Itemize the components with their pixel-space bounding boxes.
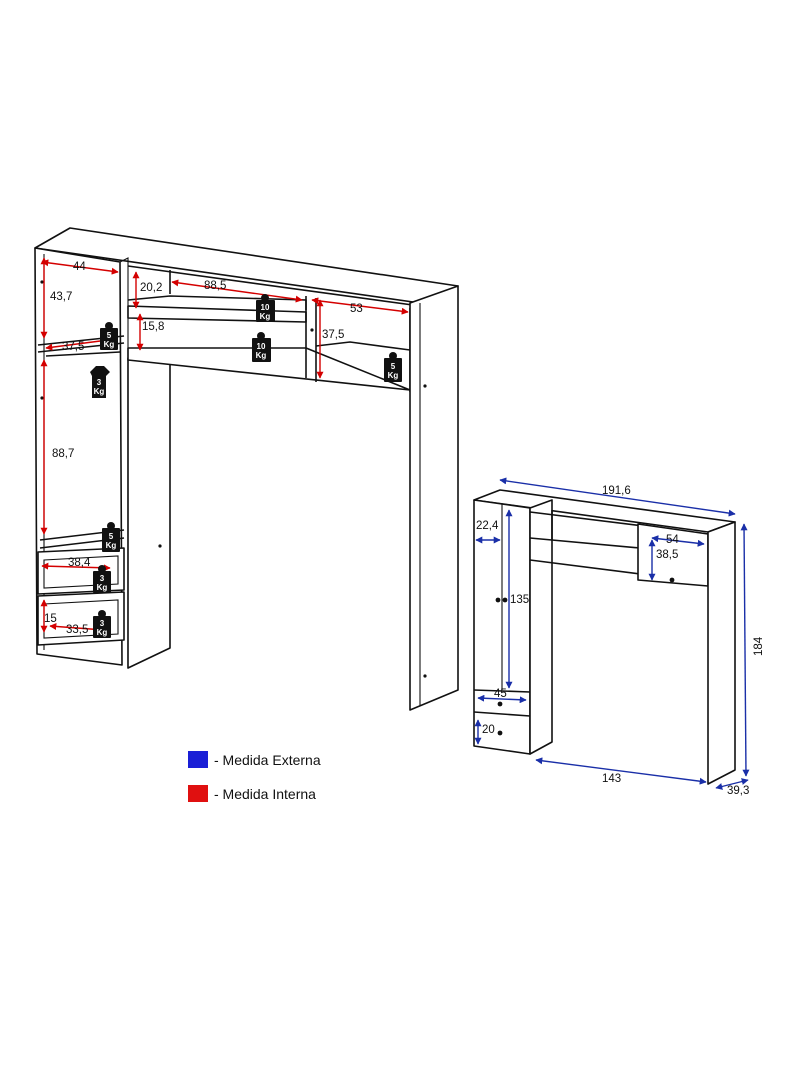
label-drawer-width: 45 <box>494 688 507 700</box>
dim-total-width <box>499 477 736 517</box>
dim-right-width <box>311 297 409 315</box>
label-middle-width: 88,5 <box>204 280 226 292</box>
box-knob <box>669 577 675 583</box>
label-right-height: 37,5 <box>322 329 344 341</box>
screw-hole <box>423 674 427 678</box>
dim-right-box-width <box>651 535 705 547</box>
screw-hole <box>423 384 427 388</box>
drawer-knob <box>497 730 503 736</box>
dim-drawer-width <box>477 694 527 704</box>
weight-badge-bottom-shelf: 5 Kg <box>102 522 120 552</box>
middle-base <box>529 559 641 575</box>
weight-badge-drawer-2: 3 Kg <box>93 610 111 638</box>
label-right-box-width: 54 <box>666 534 679 546</box>
label-right-box-height: 38,5 <box>656 549 678 561</box>
legend-internal-swatch <box>188 785 208 802</box>
weight-value: 3 <box>100 619 105 628</box>
label-middle-upper-height: 20,2 <box>140 282 162 294</box>
weight-badge-drawer-1: 3 Kg <box>93 565 111 593</box>
weight-badge-hanging: 3 Kg <box>90 366 110 398</box>
weight-value: 10 <box>257 342 266 351</box>
weight-value: 5 <box>109 532 114 541</box>
middle-shelf <box>127 305 307 323</box>
weight-unit: Kg <box>106 541 117 550</box>
right-leg <box>409 285 459 711</box>
weight-badge-middle-lower: 10 Kg <box>252 332 271 362</box>
middle-shelf <box>529 537 641 549</box>
drawer-top <box>473 711 531 717</box>
label-left-column-width: 22,4 <box>476 520 499 532</box>
weight-unit: Kg <box>104 340 115 349</box>
label-top-left-width: 44 <box>73 261 86 273</box>
weight-unit: Kg <box>260 312 271 321</box>
weight-unit: Kg <box>388 371 399 380</box>
weight-value: 5 <box>107 331 112 340</box>
dim-depth <box>715 778 749 790</box>
label-depth: 39,3 <box>727 785 749 797</box>
screw-hole <box>40 396 44 400</box>
right-view: 191,6 22,4 54 38,5 135 45 20 143 184 39,… <box>473 477 765 797</box>
legend-external-swatch <box>188 751 208 768</box>
weight-value: 10 <box>261 303 270 312</box>
hanging-rail <box>45 351 121 357</box>
weight-value: 3 <box>100 574 105 583</box>
label-drawer-width: 38,4 <box>68 557 91 569</box>
label-opening-width: 143 <box>602 773 621 785</box>
drawer-knob <box>497 701 503 707</box>
drawer-1-inner <box>43 555 119 589</box>
weight-badge-top-left: 5 Kg <box>100 322 118 350</box>
weight-value: 5 <box>391 362 396 371</box>
weight-badge-right: 5 Kg <box>384 352 402 382</box>
label-right-width: 53 <box>350 303 363 315</box>
weight-unit: Kg <box>97 583 108 592</box>
dim-middle-width <box>171 279 303 303</box>
shirt-icon <box>90 366 110 398</box>
label-top-left-depth: 37,5 <box>62 341 84 353</box>
label-top-left-height: 43,7 <box>50 291 72 303</box>
door-bottom <box>473 689 531 693</box>
label-drawer-height: 15 <box>44 613 57 625</box>
weight-unit: Kg <box>94 387 105 396</box>
label-hanging-height: 88,7 <box>52 448 74 460</box>
screw-hole <box>158 544 162 548</box>
dim-total-height <box>740 523 750 777</box>
door-knob <box>495 597 501 603</box>
screw-hole <box>40 280 44 284</box>
dim-top-left-depth <box>45 337 109 351</box>
weight-badge-middle-upper: 10 Kg <box>256 294 275 322</box>
legend-external-label: - Medida Externa <box>214 752 321 768</box>
weight-unit: Kg <box>256 351 267 360</box>
label-middle-lower-height: 15,8 <box>142 321 164 333</box>
label-drawer-height: 20 <box>482 724 495 736</box>
label-total-height: 184 <box>753 636 765 656</box>
label-total-width: 191,6 <box>602 485 631 497</box>
right-leg <box>707 521 736 785</box>
column-side-panel <box>127 355 171 669</box>
right-box-shelf <box>315 341 411 351</box>
legend-internal-label: - Medida Interna <box>214 786 316 802</box>
label-drawer-inner-width: 33,5 <box>66 624 88 636</box>
label-door-height: 135 <box>510 594 529 606</box>
weight-value: 3 <box>97 378 102 387</box>
dim-opening-width <box>535 757 707 785</box>
weight-unit: Kg <box>97 628 108 637</box>
screw-hole <box>310 328 314 332</box>
door-knob <box>502 597 508 603</box>
legend: - Medida Externa - Medida Interna <box>188 751 321 802</box>
left-view: 44 43,7 37,5 88,7 38,4 15 33,5 20,2 88,5… <box>34 227 459 711</box>
dim-top-left-width <box>41 259 119 275</box>
